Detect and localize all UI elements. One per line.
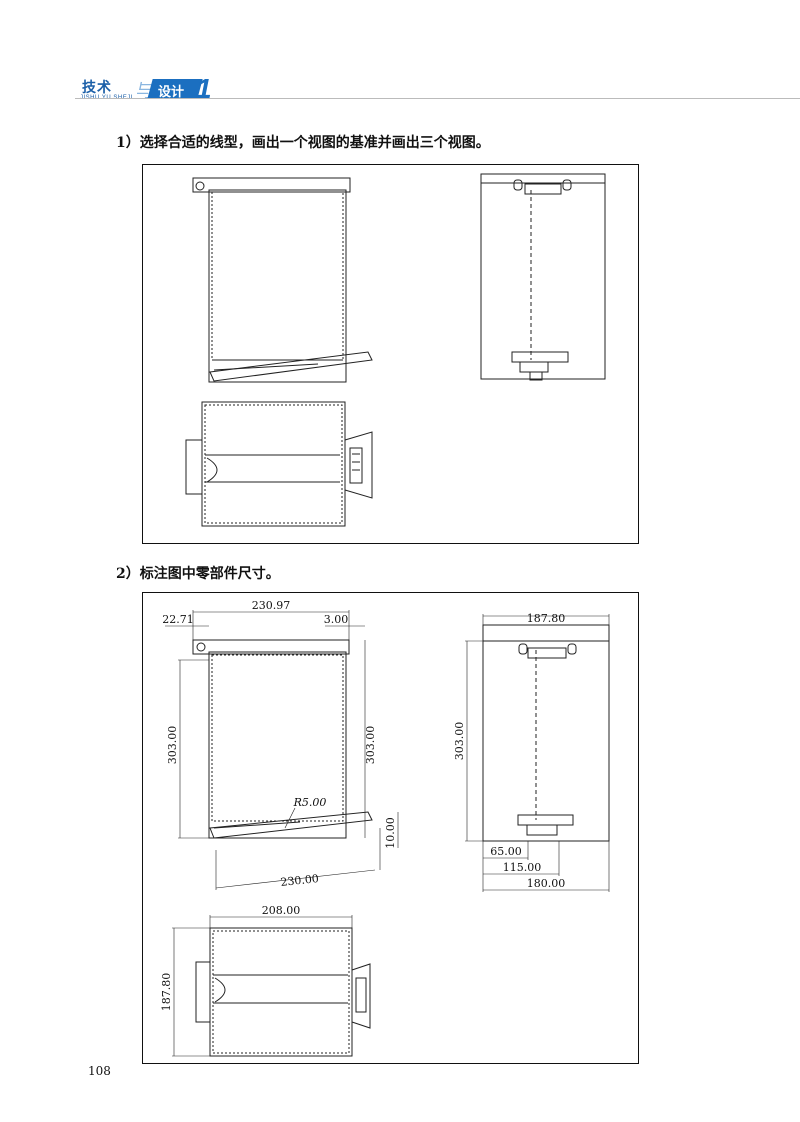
brand-one: 1 [196,73,212,104]
dim-side-height: 303.00 [453,722,466,761]
dim-top-depth: 187.80 [160,973,173,1012]
dim-front-height-left: 303.00 [166,726,179,765]
question-2: 2）标注图中零部件尺寸。 [116,566,280,582]
header-rule [75,98,800,99]
drawing-frame-1 [142,164,639,544]
drawing-frame-2 [142,592,639,1064]
dim-front-left-offset: 22.71 [162,613,194,626]
brand-main-text: 技术 [82,79,112,95]
side-view-1 [480,173,606,381]
dim-pedal-drop: 10.00 [384,817,397,849]
side-view-2 [465,614,610,892]
dim-side-c: 180.00 [527,877,566,890]
dim-front-right-offset: 3.00 [324,613,349,626]
dim-pedal-length: 230.00 [280,872,320,889]
dim-radius: R5.00 [293,796,327,809]
dim-front-width: 230.97 [252,599,291,612]
page-number: 108 [88,1064,111,1078]
question-1: 1）选择合适的线型，画出一个视图的基准并画出三个视图。 [116,135,490,151]
top-view-2 [172,915,371,1057]
dim-side-width: 187.80 [527,612,566,625]
dim-front-height-right: 303.00 [364,726,377,765]
top-view-1 [185,401,373,527]
dim-side-b: 115.00 [503,861,542,874]
dim-top-width: 208.00 [262,904,301,917]
front-view-2 [165,610,399,890]
brand-box-text: 设计 [158,84,185,99]
dim-side-a: 65.00 [490,845,522,858]
front-view-1 [192,177,373,383]
